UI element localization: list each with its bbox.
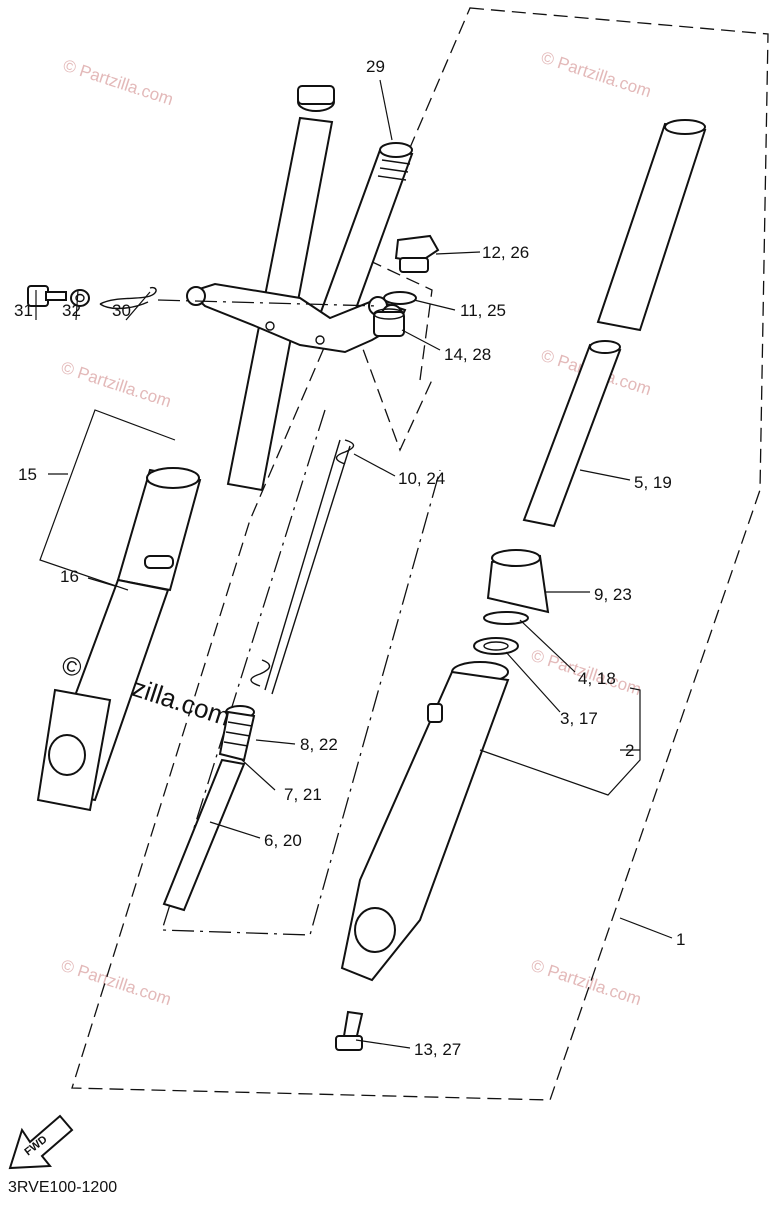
clip-30	[99, 286, 157, 310]
watermark: © Partzilla.com	[529, 956, 644, 1009]
fwd-arrow-icon: FWD	[8, 1114, 74, 1170]
outer-tube-right	[340, 661, 510, 982]
watermark: © Partzilla.com	[59, 956, 174, 1009]
callout-14-28: 14, 28	[444, 345, 491, 364]
oil-seal-3-17	[473, 637, 519, 655]
outer-tube-5-19	[522, 340, 622, 528]
damper-rod	[162, 705, 256, 912]
fork-spring	[250, 439, 355, 695]
callout-7-21: 7, 21	[284, 785, 322, 804]
callout-15: 15	[18, 465, 37, 484]
callout-10-24: 10, 24	[398, 469, 445, 488]
left-fork-outer-tube	[36, 467, 202, 812]
callout-4-18: 4, 18	[578, 669, 616, 688]
watermark: © Partzilla.com	[59, 358, 174, 411]
fork-cap-12-26	[394, 234, 440, 273]
damper-box	[355, 329, 433, 452]
callout-29: 29	[366, 57, 385, 76]
washer-32	[70, 289, 90, 307]
leader-lines	[35, 79, 673, 1049]
callout-13-27: 13, 27	[414, 1040, 461, 1059]
assembly-1-outline	[71, 7, 769, 1101]
callout-labels: 29 12, 26 11, 25 14, 28 10, 24 5, 19 9, …	[14, 57, 685, 1059]
inner-tube-right	[596, 119, 707, 332]
callout-8-22: 8, 22	[300, 735, 338, 754]
callout-6-20: 6, 20	[264, 831, 302, 850]
callout-3-17: 3, 17	[560, 709, 598, 728]
callout-30: 30	[112, 301, 131, 320]
callout-16: 16	[60, 567, 79, 586]
callout-9-23: 9, 23	[594, 585, 632, 604]
drain-bolt-13-27	[335, 1010, 364, 1051]
callout-11-25: 11, 25	[460, 301, 506, 320]
callout-5-19: 5, 19	[634, 473, 672, 492]
drawing-code: 3RVE100-1200	[8, 1179, 117, 1196]
watermark: © Partzilla.com	[539, 48, 654, 101]
callout-32: 32	[62, 301, 81, 320]
clip-4-18	[483, 611, 529, 625]
callout-12-26: 12, 26	[482, 243, 529, 262]
watermark: © Partzilla.com	[61, 56, 176, 109]
callout-31: 31	[14, 301, 33, 320]
callout-1: 1	[676, 930, 685, 949]
callout-2: 2	[625, 741, 634, 760]
bolt-31	[27, 285, 67, 307]
spacer-14-28	[373, 308, 405, 337]
damper-box	[367, 259, 433, 381]
dust-seal-9-23	[486, 549, 550, 614]
o-ring-11-25	[383, 291, 417, 305]
damper-rod-group-outline	[161, 409, 441, 936]
